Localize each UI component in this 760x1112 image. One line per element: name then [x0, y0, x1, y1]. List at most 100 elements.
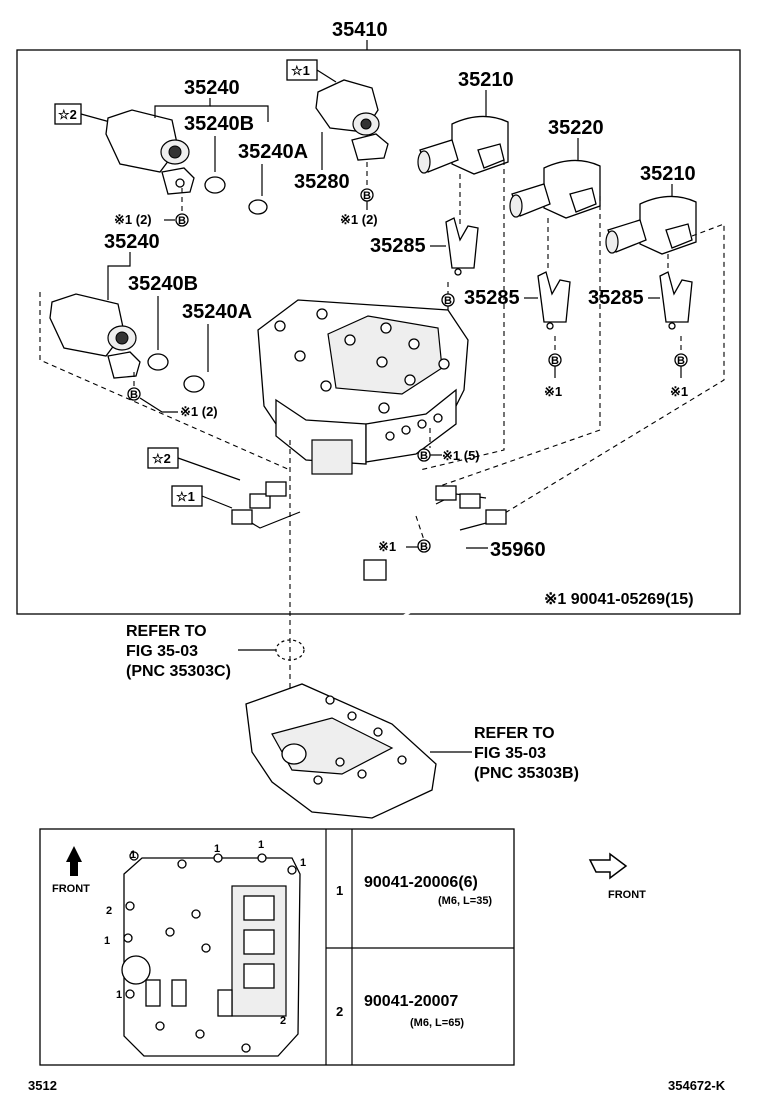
bolt-head-1 — [274, 320, 286, 332]
solenoid-top-center — [315, 79, 389, 161]
assembly-frame — [16, 49, 741, 615]
bolt-row1-spec: (M6, L=35) — [438, 895, 492, 907]
bolt-letter-harness: B — [420, 541, 428, 553]
bolt-table-row-1: 1 90041-20006(6) (M6, L=35) — [336, 874, 492, 907]
bolt-marker-upper-left — [175, 213, 189, 227]
lower-hole-1 — [325, 695, 335, 705]
top-view-hole-3 — [201, 943, 211, 953]
solenoid-bracket-lower — [107, 351, 141, 379]
note-top-center: ※1 (2) — [340, 212, 378, 227]
note-clip3: ※1 — [670, 384, 688, 399]
part-35240a-lower: 35240A — [182, 301, 252, 323]
lower-hole-6 — [313, 775, 323, 785]
star2-leader-upper — [80, 113, 111, 123]
lower-valve-body — [245, 683, 437, 819]
top-view-bolt-1 — [129, 851, 139, 861]
top-view-bore — [121, 955, 151, 985]
bolt-head-11 — [378, 402, 390, 414]
bolt-marker-harness — [417, 539, 431, 553]
marker-2a: 2 — [106, 905, 112, 917]
top-view-bolt-6 — [123, 933, 133, 943]
marker-2b: 2 — [280, 1015, 286, 1027]
assembly-number: 35410 — [332, 19, 388, 41]
front-label-left: FRONT — [52, 883, 90, 895]
bolt-marker-lower-left — [127, 387, 141, 401]
part-35960: 35960 — [490, 539, 546, 561]
top-view-bolt-5 — [125, 901, 135, 911]
top-view-bolt-7 — [125, 989, 135, 999]
top-view-bolt-4 — [257, 853, 267, 863]
top-view-hole-4 — [155, 1021, 165, 1031]
top-view-bolt-9 — [241, 1043, 251, 1053]
gasket-ring — [275, 639, 305, 661]
refer-c-line3: (PNC 35303C) — [126, 663, 231, 680]
dash-lower-left-harness — [39, 292, 291, 471]
valve-body-block — [311, 439, 353, 475]
dash-r1-harness — [419, 160, 505, 471]
star1-leader-top — [316, 69, 337, 83]
top-view-hole-1 — [165, 927, 175, 937]
bolt-head-6 — [376, 356, 388, 368]
leader-35240-upper — [154, 98, 211, 118]
clip-3 — [659, 271, 693, 323]
top-view-connector-2 — [171, 979, 187, 1007]
clip-1 — [445, 217, 479, 269]
star1-leader-lower — [201, 495, 233, 509]
solenoid-r3-tip — [605, 230, 619, 254]
bolt-row1-part: 90041-20006(6) — [364, 874, 478, 891]
valve-body — [257, 299, 469, 475]
bolt-letter-clip1: B — [444, 295, 452, 307]
bolt-table-row-2: 2 90041-20007 (M6, L=65) — [336, 993, 464, 1029]
bolt-row2-spec: (M6, L=65) — [410, 1017, 464, 1029]
bolt-letter-clip3: B — [677, 355, 685, 367]
star1-label-top: ☆1 — [291, 63, 310, 78]
part-35240-upper: 35240 — [184, 77, 240, 99]
footer-left-code: 3512 — [28, 1078, 57, 1093]
valve-body-side — [365, 388, 457, 463]
bolt-head-9 — [294, 350, 306, 362]
oring-a-lower — [183, 375, 205, 393]
wire-harness — [231, 481, 507, 640]
bolt-head-7 — [404, 374, 416, 386]
marker-1e: 1 — [104, 935, 110, 947]
solenoid-upper-left: ☆2 — [54, 103, 195, 195]
top-view-bolt-3 — [213, 853, 223, 863]
solenoid-nozzle-core — [168, 145, 182, 159]
solenoid-top-nozzle-core — [360, 118, 372, 130]
connector-5 — [459, 493, 481, 509]
oring-a-upper — [248, 199, 268, 215]
bolt-letter-lower-left: B — [130, 389, 138, 401]
part-35240a-upper: 35240A — [238, 141, 308, 163]
note-leader-lower-left — [139, 397, 178, 413]
bolt-row1-key: 1 — [336, 883, 343, 898]
valve-body-top-view — [121, 851, 301, 1057]
solenoid-r2-connector — [569, 187, 597, 213]
harness-branch-right-2 — [459, 521, 491, 531]
footer-right-code: 354672-K — [668, 1078, 726, 1093]
top-view-connector-3 — [217, 989, 233, 1017]
solenoid-right-2 — [509, 159, 601, 219]
lower-hole-5 — [357, 769, 367, 779]
port-1 — [401, 425, 411, 435]
marker-1a: 1 — [130, 849, 136, 861]
solenoid-nozzle-core-lower — [115, 331, 129, 345]
bolt-head-2 — [316, 308, 328, 320]
lower-hole-4 — [335, 757, 345, 767]
bolt-head-8 — [438, 358, 450, 370]
part-35285-third: 35285 — [588, 287, 644, 309]
port-4 — [385, 431, 395, 441]
connector-main — [363, 559, 387, 581]
leader-35240-upper-branch — [210, 105, 269, 122]
solenoid-right-3 — [605, 195, 697, 255]
bolt-letter-clip2: B — [551, 355, 559, 367]
refer-c-line1: REFER TO — [126, 623, 207, 640]
solenoid-right-1 — [417, 115, 509, 175]
lower-hole-3 — [373, 727, 383, 737]
clip-2 — [537, 271, 571, 323]
port-2 — [417, 419, 427, 429]
solenoid-body — [105, 109, 179, 173]
part-35280: 35280 — [294, 171, 350, 193]
bolt-head-4 — [380, 322, 392, 334]
note-harness: ※1 — [378, 539, 396, 554]
